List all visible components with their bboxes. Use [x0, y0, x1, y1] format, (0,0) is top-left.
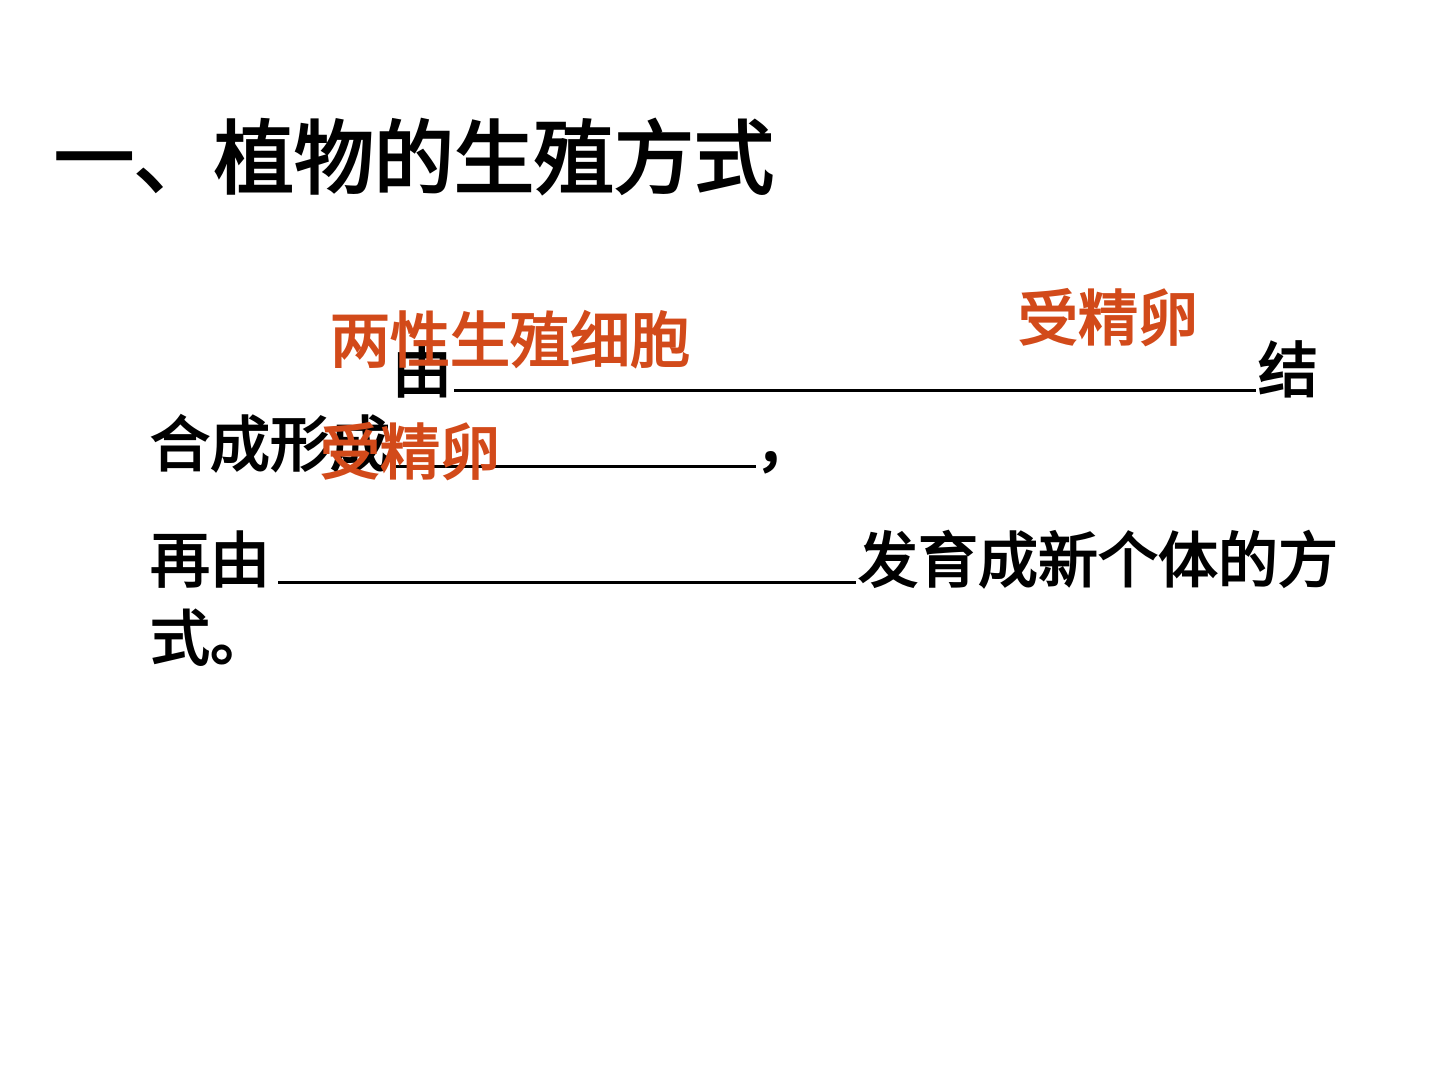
line4-text: 式。 — [150, 605, 270, 675]
slide-title: 一、植物的生殖方式 — [54, 113, 774, 206]
answer-two-sex-cells: 两性生殖细胞 — [330, 307, 690, 377]
answer-zygote-top: 受精卵 — [1018, 285, 1198, 355]
line3-suffix: 发育成新个体的方 — [858, 527, 1338, 597]
line2-suffix: ， — [756, 411, 816, 481]
blank-3 — [278, 581, 856, 584]
blank-2 — [390, 465, 756, 468]
blank-1 — [454, 389, 1256, 392]
line1-prefix: 由 — [392, 337, 452, 407]
line2-prefix: 合成形成 — [150, 411, 390, 481]
answer-zygote-mid: 受精卵 — [320, 419, 500, 489]
line3-prefix: 再由 — [150, 527, 270, 597]
line1-suffix: 结 — [1258, 337, 1318, 407]
